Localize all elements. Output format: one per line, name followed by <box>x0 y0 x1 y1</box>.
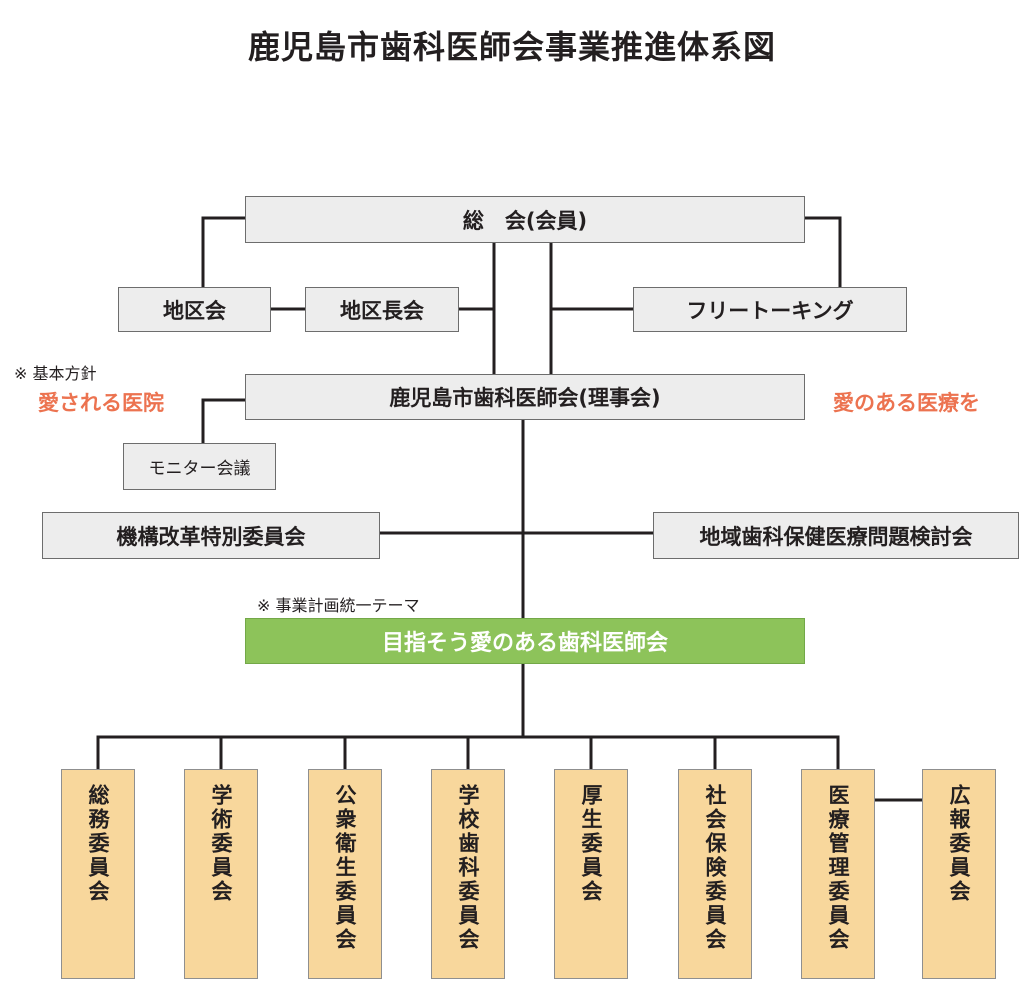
district-chiefs-meeting-box: 地区長会 <box>305 287 459 332</box>
free-talking-box: フリートーキング <box>633 287 907 332</box>
unified-theme-box: 目指そう愛のある歯科医師会 <box>245 618 805 664</box>
committee-medical-management: 医療管理委員会 <box>801 769 875 979</box>
basic-policy-note: ※ 基本方針 <box>14 364 97 383</box>
connector-general-to-district <box>201 216 247 289</box>
district-meeting-box: 地区会 <box>118 287 271 332</box>
committee-welfare: 厚生委員会 <box>554 769 628 979</box>
theme-note: ※ 事業計画統一テーマ <box>257 596 420 615</box>
committee-label: 学術委員会 <box>209 784 233 904</box>
committee-label: 公衆衛生委員会 <box>333 784 357 952</box>
connector-general-to-freetalk <box>803 216 842 289</box>
committee-label: 学校歯科委員会 <box>456 784 480 952</box>
committee-social-insurance: 社会保険委員会 <box>678 769 752 979</box>
committee-label: 社会保険委員会 <box>703 784 727 952</box>
committee-public-relations: 広報委員会 <box>922 769 996 979</box>
general-meeting-box: 総 会(会員) <box>245 196 805 243</box>
basic-policy-left: 愛される医院 <box>38 391 164 415</box>
committee-label: 広報委員会 <box>947 784 971 904</box>
regional-health-committee-box: 地域歯科保健医療問題検討会 <box>653 512 1019 559</box>
committee-public-health: 公衆衛生委員会 <box>308 769 382 979</box>
special-reform-committee-box: 機構改革特別委員会 <box>42 512 380 559</box>
diagram-title: 鹿児島市歯科医師会事業推進体系図 <box>247 28 776 66</box>
committee-school-dental: 学校歯科委員会 <box>431 769 505 979</box>
monitor-meeting-box: モニター会議 <box>123 443 276 490</box>
connector-board-to-monitor <box>201 398 247 445</box>
committee-general-affairs: 総務委員会 <box>61 769 135 979</box>
committee-academic: 学術委員会 <box>184 769 258 979</box>
committee-label: 厚生委員会 <box>579 784 603 904</box>
committee-label: 総務委員会 <box>86 784 110 904</box>
basic-policy-right: 愛のある医療を <box>833 391 980 415</box>
board-box: 鹿児島市歯科医師会(理事会) <box>245 374 805 420</box>
committee-label: 医療管理委員会 <box>826 784 850 952</box>
